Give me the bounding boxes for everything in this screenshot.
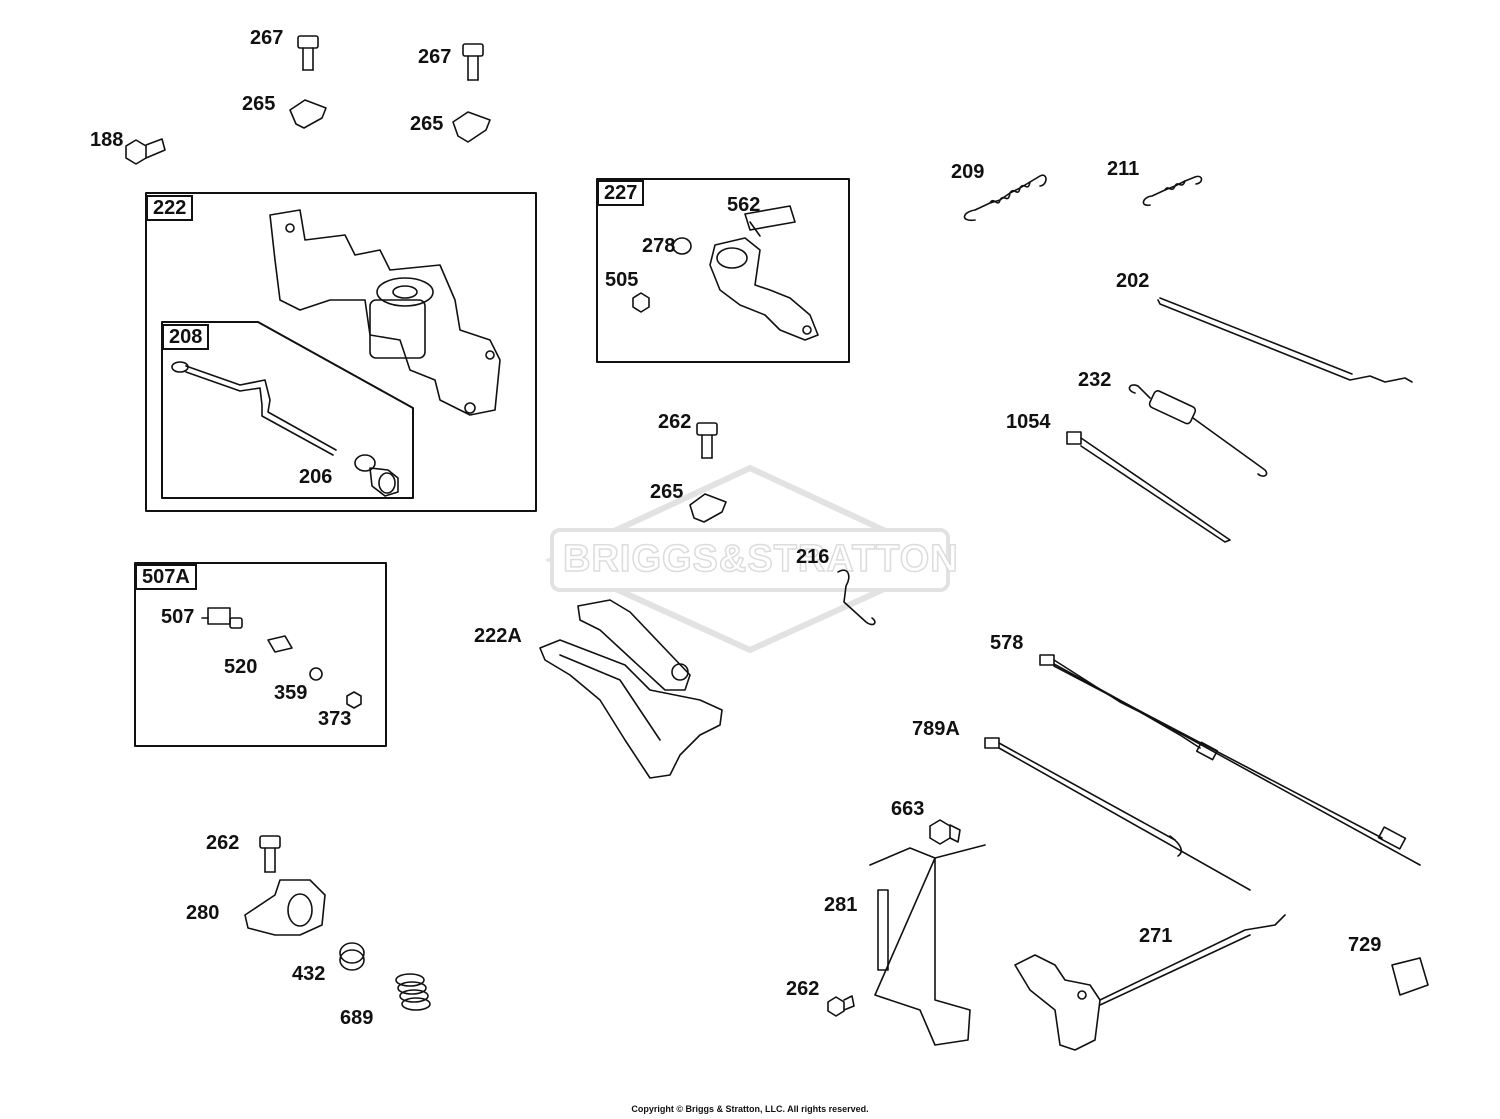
pin-562 xyxy=(744,205,796,237)
callout-562: 562 xyxy=(727,194,761,216)
control-panel-222A xyxy=(539,599,723,779)
callout-267: 267 xyxy=(250,27,284,49)
screw-262-lower-left xyxy=(259,835,281,873)
clip-265-middle xyxy=(689,493,727,523)
callout-262: 262 xyxy=(206,832,240,854)
callout-206: 206 xyxy=(299,466,333,488)
bracket-222 xyxy=(269,209,501,416)
link-216 xyxy=(837,569,876,626)
terminal-520 xyxy=(267,635,293,653)
callout-373: 373 xyxy=(318,708,352,730)
callout-281: 281 xyxy=(824,894,858,916)
callout-578: 578 xyxy=(990,632,1024,654)
watermark-text: BRIGGS&STRATTON xyxy=(562,537,959,581)
callout-789A: 789A xyxy=(912,718,960,740)
ring-432 xyxy=(339,942,365,971)
nut-373 xyxy=(346,691,362,709)
group-label-507A: 507A xyxy=(135,564,197,590)
copyright-notice: Copyright © Briggs & Stratton, LLC. All … xyxy=(631,1104,869,1114)
callout-729: 729 xyxy=(1348,934,1382,956)
callout-232: 232 xyxy=(1078,369,1112,391)
callout-267: 267 xyxy=(418,46,452,68)
callout-280: 280 xyxy=(186,902,220,924)
callout-520: 520 xyxy=(224,656,258,678)
bracket-281 xyxy=(869,844,986,1046)
callout-507: 507 xyxy=(161,606,195,628)
cable-789A xyxy=(984,737,1251,891)
callout-209: 209 xyxy=(951,161,985,183)
knob-206 xyxy=(354,454,399,497)
bracket-280 xyxy=(244,879,326,936)
group-box-227 xyxy=(596,178,850,363)
callout-271: 271 xyxy=(1139,925,1173,947)
callout-262: 262 xyxy=(786,978,820,1000)
spring-209 xyxy=(963,174,1047,222)
clip-265-right xyxy=(452,111,491,143)
washer-359 xyxy=(309,667,323,681)
callout-359: 359 xyxy=(274,682,308,704)
callout-1054: 1054 xyxy=(1006,411,1051,433)
screw-262-middle xyxy=(696,422,718,459)
cable-578 xyxy=(1039,654,1421,866)
group-box-222 xyxy=(145,192,537,512)
spring-211 xyxy=(1142,175,1203,207)
throttle-271 xyxy=(1014,914,1286,1051)
spring-689 xyxy=(395,973,431,1011)
cable-tie-1054 xyxy=(1066,431,1231,543)
callout-265: 265 xyxy=(650,481,684,503)
group-box-208 xyxy=(161,321,414,499)
callout-278: 278 xyxy=(642,235,676,257)
nut-505 xyxy=(632,292,650,313)
callout-211: 211 xyxy=(1107,158,1140,180)
screw-267-top xyxy=(297,35,319,71)
bolt-262-lower xyxy=(827,995,855,1017)
callout-265: 265 xyxy=(242,93,276,115)
callout-663: 663 xyxy=(891,798,925,820)
washer-278 xyxy=(672,237,692,255)
callout-216: 216 xyxy=(796,546,830,568)
callout-188: 188 xyxy=(90,129,124,151)
screw-267-right xyxy=(462,43,484,81)
callout-202: 202 xyxy=(1116,270,1150,292)
callout-265: 265 xyxy=(410,113,444,135)
switch-507 xyxy=(201,607,243,629)
callout-262: 262 xyxy=(658,411,692,433)
callout-505: 505 xyxy=(605,269,639,291)
callout-432: 432 xyxy=(292,963,326,985)
spring-232 xyxy=(1128,384,1268,477)
group-label-222: 222 xyxy=(146,195,194,221)
callout-222A: 222A xyxy=(474,625,522,647)
callout-689: 689 xyxy=(340,1007,374,1029)
bolt-663 xyxy=(929,819,961,845)
group-box-507A xyxy=(134,562,387,747)
lever-227 xyxy=(709,237,819,341)
bolt-188 xyxy=(125,138,166,165)
cap-729 xyxy=(1391,957,1429,996)
group-label-227: 227 xyxy=(597,180,645,206)
group-label-208: 208 xyxy=(162,324,210,350)
rod-202-edge xyxy=(1159,297,1353,375)
rod-208 xyxy=(171,361,337,456)
rod-202 xyxy=(1157,299,1413,383)
clip-265-left xyxy=(289,99,327,129)
